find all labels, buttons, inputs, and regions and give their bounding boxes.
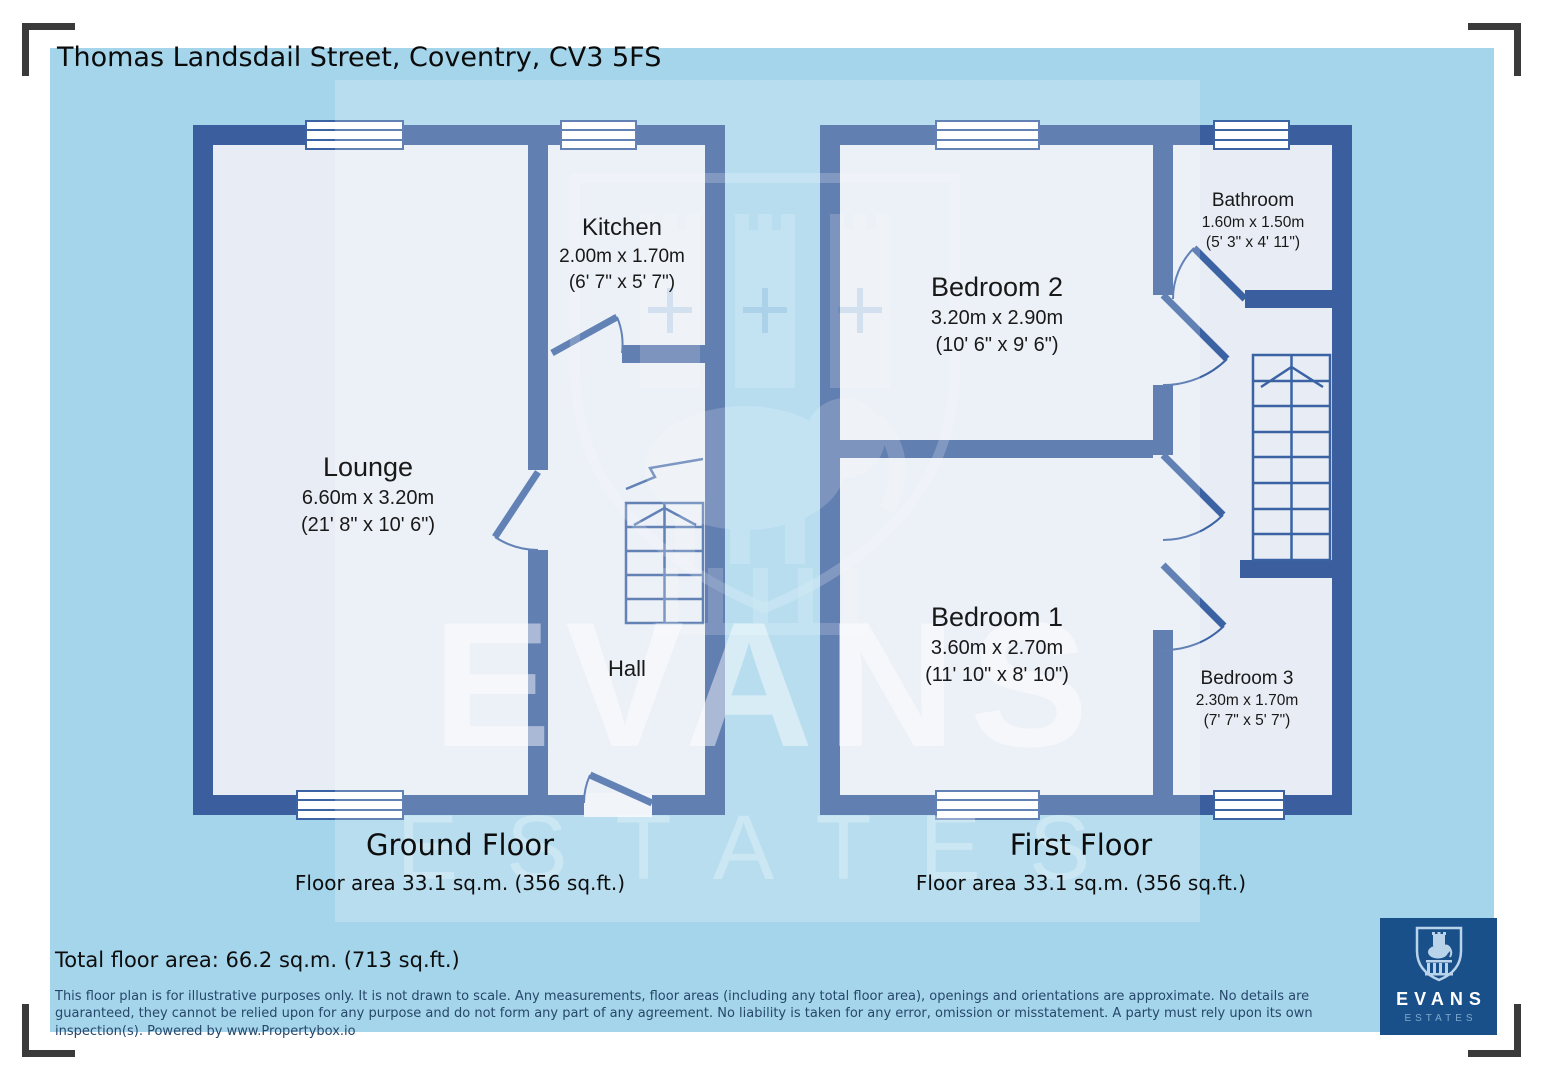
room-imperial: (5' 3" x 4' 11") (1205, 234, 1301, 251)
landing-wall-middle (1153, 385, 1173, 455)
logo-subtitle: ESTATES (1404, 1013, 1477, 1024)
disclaimer-text: This floor plan is for illustrative purp… (55, 989, 1313, 1039)
room-metric: 1.60m x 1.50m (1201, 214, 1305, 231)
room-metric: 6.60m x 3.20m (301, 487, 435, 509)
room-imperial: (10' 6" x 9' 6") (935, 334, 1059, 356)
room-metric: 3.20m x 2.90m (930, 307, 1064, 329)
bathroom-wall (1245, 290, 1332, 308)
bedroom1-label: Bedroom 1 3.60m x 2.70m (11' 10" x 8' 10… (925, 602, 1069, 687)
lounge-label: Lounge 6.60m x 3.20m (21' 8" x 10' 6") (301, 452, 435, 537)
room-name: Kitchen (581, 214, 663, 241)
kitchen-hall-wall (622, 345, 705, 363)
lounge-window-top (305, 120, 404, 150)
first-floor-caption: First Floor Floor area 33.1 sq.m. (356 s… (916, 828, 1246, 895)
room-imperial: (6' 7" x 5' 7") (568, 272, 676, 293)
floor-area: Floor area 33.1 sq.m. (356 sq.ft.) (915, 871, 1247, 895)
room-metric: 2.00m x 1.70m (559, 246, 685, 267)
bathroom-window (1213, 120, 1290, 150)
ground-floor-interior (213, 145, 705, 795)
floor-name: Ground Floor (365, 828, 555, 862)
bedroom3-window (1213, 790, 1285, 820)
window-pane (562, 129, 635, 141)
room-name: Bedroom 3 (1200, 668, 1294, 689)
room-name: Lounge (322, 452, 414, 482)
room-imperial: (21' 8" x 10' 6") (300, 514, 436, 536)
page-title: Thomas Landsdail Street, Coventry, CV3 5… (57, 42, 662, 73)
logo-name: EVANS (1396, 989, 1487, 1009)
total-floor-area: Total floor area: 66.2 sq.m. (713 sq.ft.… (55, 948, 460, 972)
floor-name: First Floor (1009, 828, 1153, 862)
bedroom1-window (935, 790, 1040, 820)
lounge-window-bottom (296, 790, 404, 820)
landing-wall-upper (1153, 145, 1173, 295)
ground-floor-caption: Ground Floor Floor area 33.1 sq.m. (356 … (295, 828, 625, 895)
lounge-partition-wall-lower (528, 550, 548, 795)
window-pane (1215, 129, 1288, 141)
window-pane (937, 799, 1038, 811)
corner-bracket-bottom-right (1468, 1004, 1521, 1057)
kitchen-window-top (560, 120, 637, 150)
bathroom-label: Bathroom 1.60m x 1.50m (5' 3" x 4' 11") (1202, 190, 1305, 252)
bedroom2-window (935, 120, 1040, 150)
corner-bracket-top-left (22, 23, 75, 76)
room-name: Bedroom 1 (930, 602, 1064, 632)
bedroom2-label: Bedroom 2 3.20m x 2.90m (10' 6" x 9' 6") (931, 272, 1063, 357)
bedroom3-label: Bedroom 3 2.30m x 1.70m (7' 7" x 5' 7") (1196, 668, 1299, 730)
room-metric: 2.30m x 1.70m (1195, 692, 1299, 709)
window-pane (937, 129, 1038, 141)
window-pane (307, 129, 402, 141)
landing-wall-lower (1153, 630, 1173, 795)
corner-bracket-top-right (1468, 23, 1521, 76)
room-imperial: (7' 7" x 5' 7") (1203, 712, 1291, 729)
first-floor-plan (820, 120, 1352, 820)
window-pane (1215, 799, 1283, 811)
room-name: Bedroom 2 (930, 272, 1064, 302)
corner-bracket-bottom-left (22, 1004, 75, 1057)
below-stairs-wall (1240, 560, 1332, 578)
logo-shield-icon (1415, 926, 1462, 982)
room-metric: 3.60m x 2.70m (930, 637, 1064, 659)
room-imperial: (11' 10" x 8' 10") (925, 664, 1069, 686)
ground-floor-plan (193, 120, 725, 820)
hall-label: Hall (608, 656, 646, 681)
first-floor-interior (840, 145, 1332, 795)
bedroom-divider-wall (840, 440, 1153, 458)
window-pane (298, 799, 402, 811)
kitchen-label: Kitchen 2.00m x 1.70m (6' 7" x 5' 7") (559, 214, 685, 294)
evans-estates-logo: EVANS ESTATES (1380, 918, 1497, 1035)
floor-area: Floor area 33.1 sq.m. (356 sq.ft.) (294, 871, 626, 895)
front-door-opening (584, 793, 652, 817)
room-name: Bathroom (1211, 190, 1295, 211)
lounge-partition-wall-upper (528, 145, 548, 470)
